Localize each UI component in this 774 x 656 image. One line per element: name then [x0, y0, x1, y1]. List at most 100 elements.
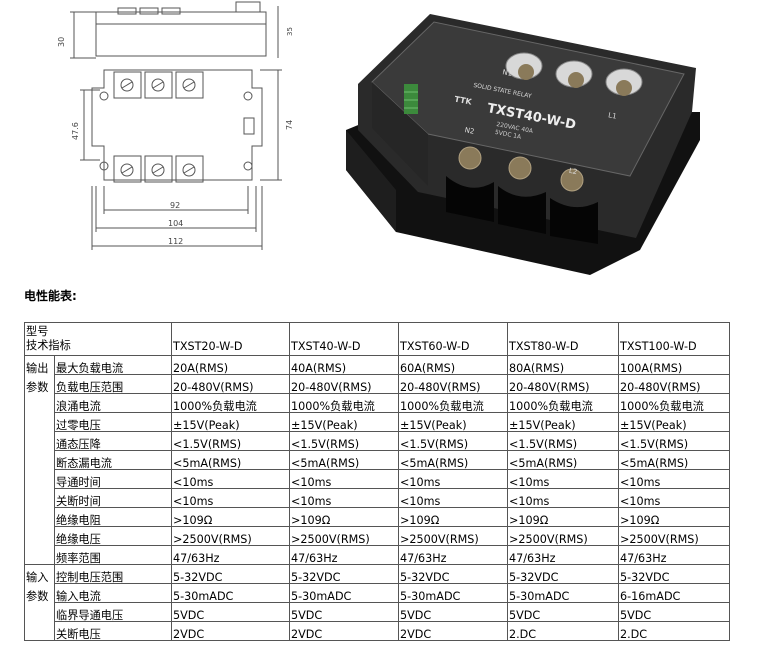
param-value: 47/63Hz: [618, 545, 730, 565]
table-row: 绝缘电阻>109Ω>109Ω>109Ω>109Ω>109Ω: [25, 507, 730, 527]
param-name: 负载电压范围: [54, 374, 172, 394]
terminal-n1-label: N1: [502, 68, 513, 78]
param-value: 5-30mADC: [507, 583, 619, 603]
param-value: 20-480V(RMS): [171, 374, 290, 394]
section-title: 电性能表:: [24, 289, 77, 303]
table-row: 绝缘电压>2500V(RMS)>2500V(RMS)>2500V(RMS)>25…: [25, 526, 730, 546]
param-value: <1.5V(RMS): [507, 431, 619, 451]
dim-total-height-label: 74: [285, 120, 294, 130]
param-value: >2500V(RMS): [618, 526, 730, 546]
param-value: ±15V(Peak): [171, 412, 290, 432]
param-value: <1.5V(RMS): [398, 431, 508, 451]
param-value: 5VDC: [507, 602, 619, 622]
param-value: 60A(RMS): [398, 355, 508, 375]
param-name: 断态漏电流: [54, 450, 172, 470]
dim-base-width-label: 104: [168, 219, 183, 228]
model-header: TXST20-W-D: [171, 322, 290, 356]
param-value: 1000%负载电流: [289, 393, 399, 413]
param-value: <5mA(RMS): [398, 450, 508, 470]
param-value: 20-480V(RMS): [289, 374, 399, 394]
param-value: <1.5V(RMS): [171, 431, 290, 451]
param-value: 2.DC: [507, 621, 619, 641]
param-value: 20-480V(RMS): [507, 374, 619, 394]
param-value: 1000%负载电流: [507, 393, 619, 413]
header-spec-label: 技术指标: [26, 339, 71, 352]
param-value: ±15V(Peak): [398, 412, 508, 432]
param-value: ±15V(Peak): [618, 412, 730, 432]
model-header: TXST40-W-D: [289, 322, 399, 356]
product-figure: 30 35 47.6 74 92 104 112: [57, 1, 700, 275]
model-header: TXST80-W-D: [507, 322, 619, 356]
param-value: 5-30mADC: [398, 583, 508, 603]
param-value: 2.DC: [618, 621, 730, 641]
relay-brand: TTK: [454, 95, 473, 107]
param-name: 浪涌电流: [54, 393, 172, 413]
param-value: <10ms: [398, 488, 508, 508]
param-value: 5-32VDC: [618, 564, 730, 584]
param-value: 6-16mADC: [618, 583, 730, 603]
param-value: 5-32VDC: [289, 564, 399, 584]
terminal-n2-label: N2: [464, 126, 475, 136]
param-value: <10ms: [618, 469, 730, 489]
param-value: >2500V(RMS): [289, 526, 399, 546]
spec-table: 型号 技术指标 TXST20-W-D TXST40-W-D TXST60-W-D…: [24, 322, 730, 641]
terminal-l1-label: L1: [608, 111, 618, 120]
param-name: 输入电流: [54, 583, 172, 603]
param-value: 20A(RMS): [171, 355, 290, 375]
param-value: <1.5V(RMS): [618, 431, 730, 451]
param-value: 5-32VDC: [171, 564, 290, 584]
param-value: <5mA(RMS): [507, 450, 619, 470]
param-name: 控制电压范围: [54, 564, 172, 584]
param-value: 5VDC: [398, 602, 508, 622]
param-value: >2500V(RMS): [171, 526, 290, 546]
group-label: 输出参数: [24, 355, 55, 565]
param-value: 47/63Hz: [507, 545, 619, 565]
param-value: <10ms: [398, 469, 508, 489]
param-name: 频率范围: [54, 545, 172, 565]
param-value: <5mA(RMS): [171, 450, 290, 470]
param-value: >109Ω: [507, 507, 619, 527]
param-value: <10ms: [507, 469, 619, 489]
param-value: <10ms: [618, 488, 730, 508]
dim-total-width-label: 112: [168, 237, 183, 246]
param-value: >109Ω: [171, 507, 290, 527]
param-value: ±15V(Peak): [507, 412, 619, 432]
param-name: 过零电压: [54, 412, 172, 432]
param-value: <1.5V(RMS): [289, 431, 399, 451]
param-value: <10ms: [171, 469, 290, 489]
param-value: <10ms: [289, 469, 399, 489]
param-value: >109Ω: [289, 507, 399, 527]
table-row: 关断时间<10ms<10ms<10ms<10ms<10ms: [25, 488, 730, 508]
param-name: 关断时间: [54, 488, 172, 508]
header-left-cell: 型号 技术指标: [24, 322, 172, 356]
param-value: 1000%负载电流: [171, 393, 290, 413]
param-name: 关断电压: [54, 621, 172, 641]
param-value: <10ms: [289, 488, 399, 508]
param-value: 1000%负载电流: [618, 393, 730, 413]
param-value: 40A(RMS): [289, 355, 399, 375]
param-value: 20-480V(RMS): [398, 374, 508, 394]
param-value: 20-480V(RMS): [618, 374, 730, 394]
dim-terminal-pitch-label: 47.6: [71, 122, 80, 140]
param-value: 5VDC: [289, 602, 399, 622]
param-value: >109Ω: [398, 507, 508, 527]
header-model-label: 型号: [26, 325, 49, 338]
dim-hole-pitch-label: 92: [170, 201, 180, 210]
param-value: <10ms: [171, 488, 290, 508]
param-name: 导通时间: [54, 469, 172, 489]
param-name: 绝缘电压: [54, 526, 172, 546]
param-value: 47/63Hz: [289, 545, 399, 565]
table-row: 断态漏电流<5mA(RMS)<5mA(RMS)<5mA(RMS)<5mA(RMS…: [25, 450, 730, 470]
spec-table-body: 型号 技术指标 TXST20-W-D TXST40-W-D TXST60-W-D…: [24, 322, 730, 641]
param-value: <10ms: [507, 488, 619, 508]
param-name: 临界导通电压: [54, 602, 172, 622]
table-header-row: 型号 技术指标 TXST20-W-D TXST40-W-D TXST60-W-D…: [24, 322, 730, 356]
param-value: 100A(RMS): [618, 355, 730, 375]
param-value: >109Ω: [618, 507, 730, 527]
param-value: 5VDC: [618, 602, 730, 622]
